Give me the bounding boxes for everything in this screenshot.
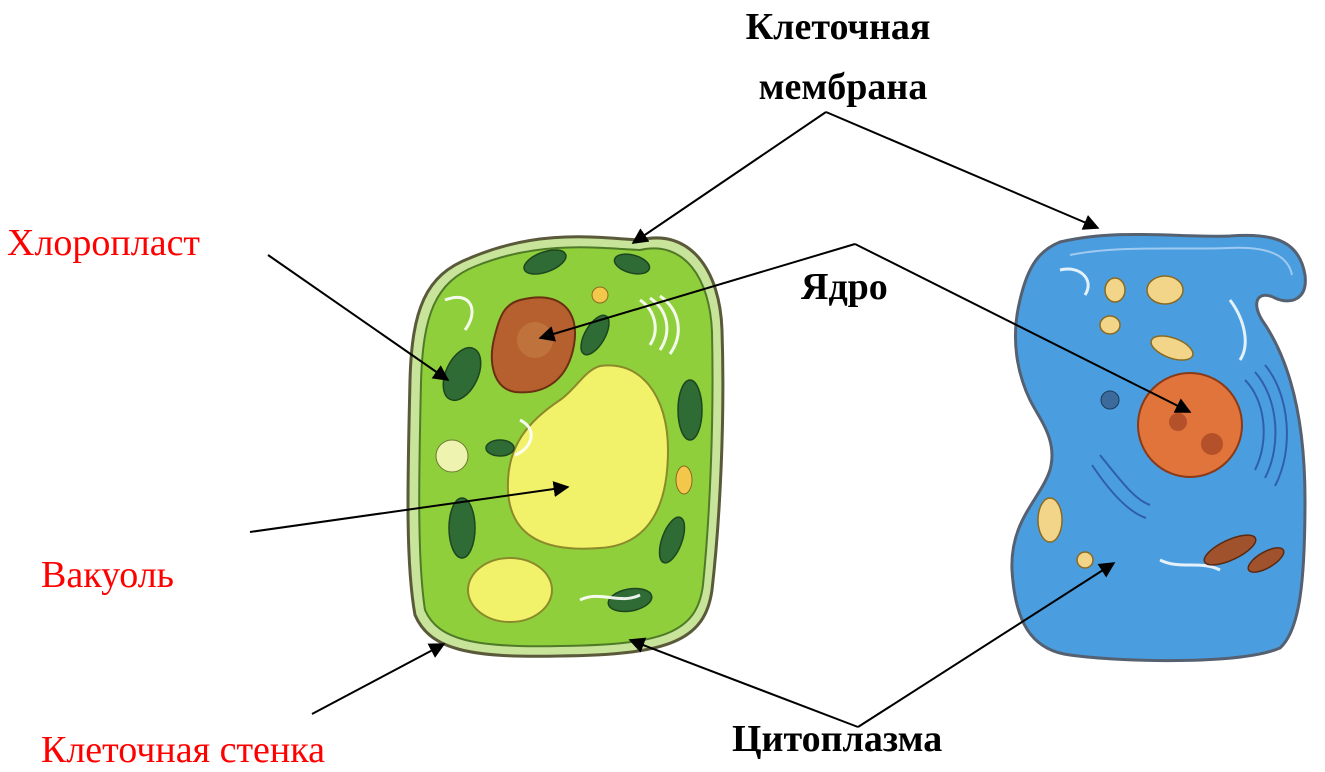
animal-nucleus [1138, 373, 1242, 477]
plant-cell [408, 237, 723, 656]
label-chloroplast: Хлоропласт [7, 224, 200, 262]
label-cell-membrane-line1: Клеточная [746, 8, 931, 46]
label-nucleus: Ядро [801, 268, 888, 306]
label-cell-membrane-line2: мембрана [759, 68, 928, 106]
plant-small-vacuole [468, 558, 552, 622]
label-vacuole: Вакуоль [41, 556, 174, 594]
arrow-cell-wall [312, 644, 444, 714]
arrow-cytoplasm-plant [630, 640, 858, 727]
label-cytoplasm: Цитоплазма [732, 720, 942, 758]
arrow-membrane-animal [826, 112, 1098, 228]
label-cell-wall: Клеточная стенка [41, 731, 325, 769]
arrow-membrane-plant [633, 112, 826, 243]
animal-cell [1012, 234, 1305, 660]
